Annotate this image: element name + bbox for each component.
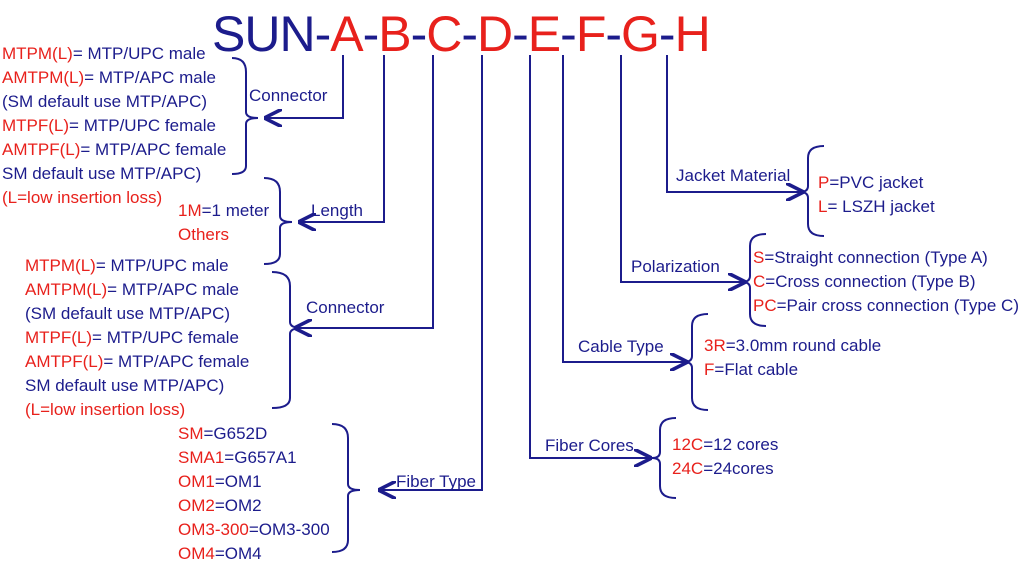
leader-line-g bbox=[620, 55, 744, 282]
code-separator: - bbox=[605, 6, 622, 62]
brace-a bbox=[231, 57, 259, 175]
code-letter-h: H bbox=[674, 6, 711, 62]
label-cable-type: Cable Type bbox=[578, 337, 664, 356]
option-item: SMA1=G657A1 bbox=[178, 448, 297, 467]
code-separator: - bbox=[410, 6, 428, 62]
option-item: (L=low insertion loss) bbox=[2, 188, 163, 207]
option-item: P=PVC jacket bbox=[818, 173, 924, 192]
brace-f bbox=[683, 313, 709, 411]
option-item: S=Straight connection (Type A) bbox=[753, 248, 988, 267]
option-item: MTPF(L)= MTP/UPC female bbox=[25, 328, 239, 347]
code-separator: - bbox=[658, 6, 676, 62]
option-item: OM1=OM1 bbox=[178, 472, 262, 491]
option-item: MTPM(L)= MTP/UPC male bbox=[25, 256, 229, 275]
option-item: OM2=OM2 bbox=[178, 496, 262, 515]
code-prefix: SUN bbox=[212, 6, 316, 62]
label-connector-a: Connector bbox=[249, 86, 328, 105]
option-item: AMTPM(L)= MTP/APC male bbox=[2, 68, 216, 87]
label-polarization: Polarization bbox=[631, 257, 720, 276]
brace-h bbox=[799, 145, 825, 237]
leader-line-c bbox=[296, 55, 434, 328]
option-item: AMTPM(L)= MTP/APC male bbox=[25, 280, 239, 299]
leader-line-b bbox=[300, 55, 385, 222]
option-item: 12C=12 cores bbox=[672, 435, 779, 454]
option-item: 1M=1 meter bbox=[178, 201, 270, 220]
code-separator: - bbox=[512, 6, 529, 62]
leader-line-a bbox=[266, 55, 344, 118]
option-item: MTPF(L)= MTP/UPC female bbox=[2, 116, 216, 135]
leader-line-h bbox=[666, 55, 802, 192]
option-item: 24C=24cores bbox=[672, 459, 774, 478]
code-separator: - bbox=[314, 6, 332, 62]
code-letter-f: F bbox=[575, 6, 607, 62]
label-jacket-material: Jacket Material bbox=[676, 166, 791, 185]
option-item: OM4=OM4 bbox=[178, 544, 262, 563]
option-item: SM default use MTP/APC) bbox=[2, 164, 202, 183]
leader-line-e bbox=[529, 55, 650, 458]
option-item: L= LSZH jacket bbox=[818, 197, 935, 216]
option-item: PC=Pair cross connection (Type C) bbox=[753, 296, 1019, 315]
code-letter-a: A bbox=[330, 6, 363, 62]
brace-d bbox=[331, 423, 361, 553]
option-item: (SM default use MTP/APC) bbox=[25, 304, 231, 323]
leader-line-d bbox=[380, 55, 483, 490]
option-item: AMTPF(L)= MTP/APC female bbox=[2, 140, 227, 159]
option-item: (SM default use MTP/APC) bbox=[2, 92, 208, 111]
code-letter-e: E bbox=[527, 6, 561, 62]
option-item: AMTPF(L)= MTP/APC female bbox=[25, 352, 250, 371]
option-item: MTPM(L)= MTP/UPC male bbox=[2, 44, 206, 63]
code-separator: - bbox=[362, 6, 380, 62]
label-fiber-cores: Fiber Cores bbox=[545, 436, 634, 455]
option-item: C=Cross connection (Type B) bbox=[753, 272, 976, 291]
part-number-code: SUN-A-B-C-D-E-F-G-H bbox=[212, 4, 711, 64]
option-item: (L=low insertion loss) bbox=[25, 400, 186, 419]
code-separator: - bbox=[560, 6, 577, 62]
code-letter-g: G bbox=[621, 6, 660, 62]
option-item: 3R=3.0mm round cable bbox=[704, 336, 882, 355]
option-item: F=Flat cable bbox=[704, 360, 799, 379]
code-letter-d: D bbox=[477, 6, 513, 62]
label-length: Length bbox=[311, 201, 363, 220]
code-letter-b: B bbox=[378, 6, 411, 62]
label-fiber-type: Fiber Type bbox=[396, 472, 477, 491]
brace-b bbox=[263, 177, 293, 265]
brace-g bbox=[741, 233, 767, 327]
option-item: SM=G652D bbox=[178, 424, 268, 443]
option-item: Others bbox=[178, 225, 230, 244]
brace-e bbox=[651, 417, 677, 499]
code-separator: - bbox=[461, 6, 478, 62]
leader-line-f bbox=[562, 55, 686, 362]
label-connector-c: Connector bbox=[306, 298, 385, 317]
code-letter-c: C bbox=[426, 6, 462, 62]
option-item: OM3-300=OM3-300 bbox=[178, 520, 330, 539]
option-item: SM default use MTP/APC) bbox=[25, 376, 225, 395]
brace-c bbox=[271, 271, 303, 409]
